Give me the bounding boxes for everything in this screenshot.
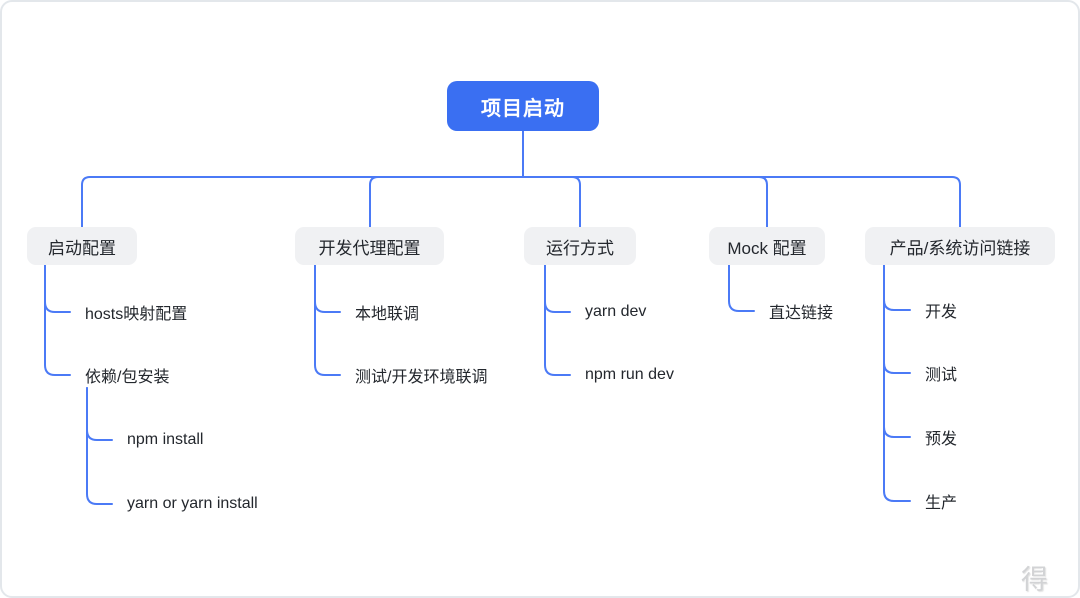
connector-b3-c1 (544, 264, 571, 313)
node-product-access-links[interactable]: 产品/系统访问链接 (865, 227, 1055, 265)
leaf-test-env[interactable]: 测试 (925, 367, 958, 384)
leaf-dev-env[interactable]: 开发 (925, 304, 958, 321)
leaf-hosts-mapping[interactable]: hosts映射配置 (85, 306, 188, 323)
dewu-watermark: 得物 (1021, 565, 1050, 595)
leaf-npm-run-dev[interactable]: npm run dev (585, 366, 674, 383)
connector-b3-c2 (544, 264, 571, 376)
connector-b5-c4 (883, 264, 911, 502)
node-dev-proxy-config[interactable]: 开发代理配置 (295, 227, 444, 265)
connector-b1-c2-s2 (86, 387, 113, 505)
connector-bus-branch-4 (522, 176, 768, 228)
connector-bus-branch-1 (81, 176, 524, 228)
leaf-test-dev-env-debug[interactable]: 测试/开发环境联调 (355, 369, 488, 386)
leaf-yarn-dev[interactable]: yarn dev (585, 303, 647, 320)
leaf-pre-release-env[interactable]: 预发 (925, 431, 958, 448)
connector-bus-branch-5 (522, 176, 961, 228)
leaf-local-debug[interactable]: 本地联调 (355, 306, 420, 323)
connector-b5-c2 (883, 264, 911, 374)
leaf-direct-link[interactable]: 直达链接 (769, 305, 834, 322)
connector-b1-c2-s1 (86, 387, 113, 441)
connector-b1-c2 (44, 264, 71, 376)
connector-b2-c2 (314, 264, 341, 376)
connector-b4-c1 (728, 264, 755, 312)
node-mock-config[interactable]: Mock 配置 (709, 227, 825, 265)
leaf-npm-install[interactable]: npm install (127, 431, 204, 448)
connector-b2-c1 (314, 264, 341, 313)
leaf-dependency-install[interactable]: 依赖/包安装 (85, 369, 170, 386)
connector-b5-c1 (883, 264, 911, 311)
connector-b1-c1 (44, 264, 71, 313)
leaf-yarn-install[interactable]: yarn or yarn install (127, 495, 258, 512)
connector-bus-branch-2 (369, 176, 524, 228)
connector-bus-branch-3 (522, 176, 581, 228)
leaf-prod-env[interactable]: 生产 (925, 495, 958, 512)
node-root[interactable]: 项目启动 (447, 81, 599, 131)
connector-b5-c3 (883, 264, 911, 438)
node-startup-config[interactable]: 启动配置 (27, 227, 137, 265)
node-run-mode[interactable]: 运行方式 (524, 227, 636, 265)
